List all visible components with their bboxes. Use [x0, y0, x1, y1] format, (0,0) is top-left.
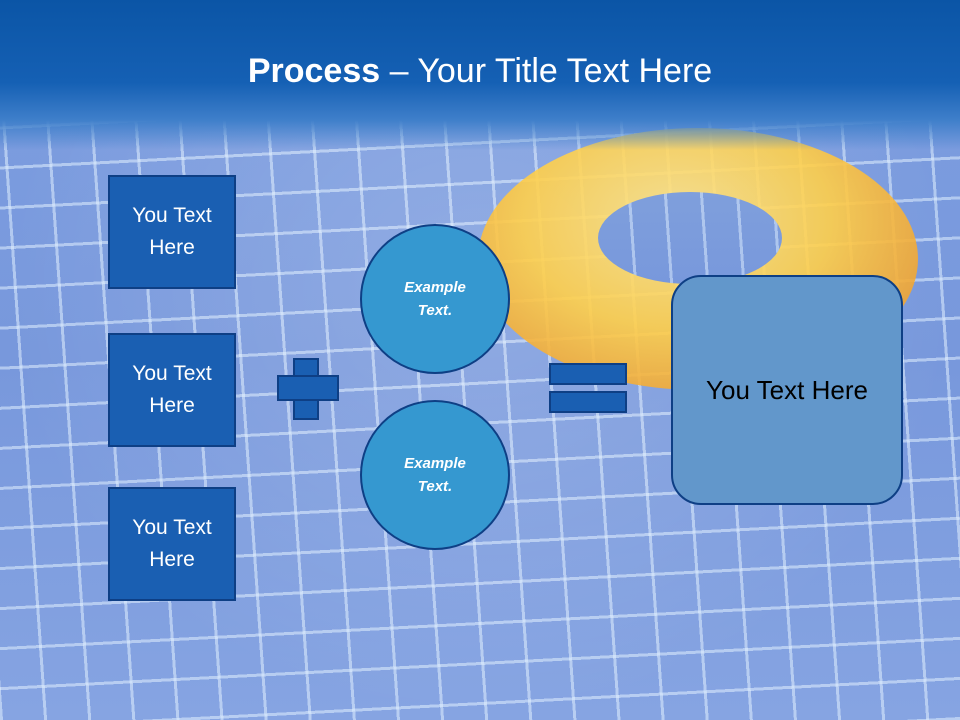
- equals-sign-top-bar: [549, 363, 627, 385]
- result-box-label: You Text Here: [706, 374, 868, 405]
- example-circle-2-line2: Text.: [417, 478, 453, 495]
- input-box-2-line2: Here: [149, 394, 195, 417]
- title-band: [0, 0, 960, 150]
- example-circle-1-line2: Text.: [417, 302, 453, 319]
- input-box-3-line2: Here: [149, 548, 195, 571]
- input-box-2-line1: You Text: [132, 362, 212, 385]
- plus-sign-center: [295, 377, 317, 399]
- input-box-3-line1: You Text: [132, 516, 212, 539]
- input-box-1-line1: You Text: [132, 204, 212, 227]
- example-circle-1-line1: Example: [404, 279, 466, 296]
- title-bold: Process: [247, 52, 381, 90]
- result-box: You Text Here: [671, 275, 903, 505]
- title-rest: – Your Title Text Here: [380, 52, 713, 90]
- equals-sign-bottom-bar: [549, 391, 627, 413]
- example-circle-2-line1: Example: [404, 455, 466, 472]
- input-box-1-line2: Here: [149, 236, 195, 259]
- swim-ring-hole: [598, 192, 782, 284]
- slide-title: Process – Your Title Text Here: [0, 52, 960, 91]
